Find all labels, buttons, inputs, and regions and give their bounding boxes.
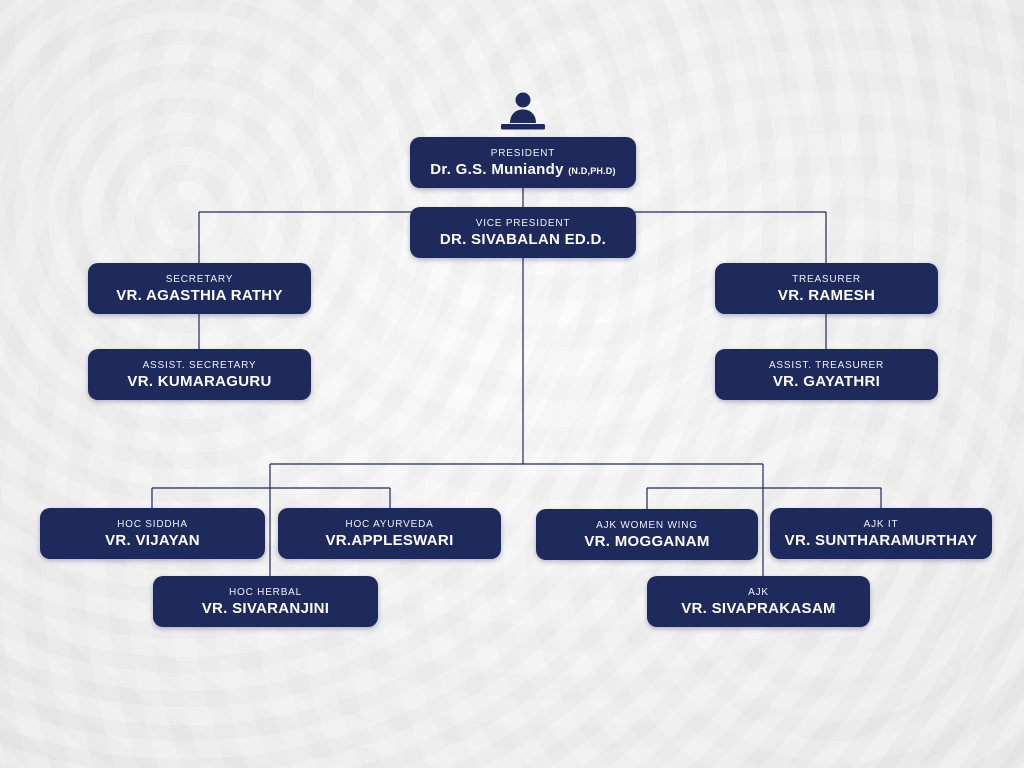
org-node-hoc-ayurveda: HOC AYURVEDA VR.APPLESWARI bbox=[278, 508, 501, 559]
node-role: TREASURER bbox=[792, 273, 861, 285]
node-name: VR. VIJAYAN bbox=[105, 531, 200, 549]
person-at-desk-icon bbox=[500, 91, 546, 133]
org-node-hoc-siddha: HOC SIDDHA VR. VIJAYAN bbox=[40, 508, 265, 559]
node-name: DR. SIVABALAN ED.D. bbox=[439, 230, 607, 248]
org-node-vice-president: VICE PRESIDENT DR. SIVABALAN ED.D. bbox=[410, 207, 636, 258]
node-role: HOC SIDDHA bbox=[117, 518, 188, 530]
node-name: VR. SUNTHARAMURTHAY bbox=[784, 531, 978, 549]
node-name: Dr. G.S. Muniandy (N.D,PH.D) bbox=[430, 160, 616, 178]
org-node-treasurer: TREASURER VR. RAMESH bbox=[715, 263, 938, 314]
org-node-ajk-women-wing: AJK WOMEN WING VR. MOGGANAM bbox=[536, 509, 758, 560]
node-name: VR. RAMESH bbox=[777, 286, 876, 304]
org-node-ajk-it: AJK IT VR. SUNTHARAMURTHAY bbox=[770, 508, 992, 559]
node-name: VR. GAYATHRI bbox=[772, 372, 881, 390]
node-role: VICE PRESIDENT bbox=[475, 217, 571, 229]
org-node-hoc-herbal: HOC HERBAL VR. SIVARANJINI bbox=[153, 576, 378, 627]
node-role: ASSIST. SECRETARY bbox=[142, 359, 257, 371]
node-role: AJK bbox=[748, 586, 769, 598]
node-name: VR.APPLESWARI bbox=[325, 531, 454, 549]
node-name: VR. SIVAPRAKASAM bbox=[681, 599, 836, 617]
node-name: VR. KUMARAGURU bbox=[127, 372, 272, 390]
node-name-suffix: (N.D,PH.D) bbox=[568, 165, 616, 176]
node-name: VR. MOGGANAM bbox=[584, 532, 710, 550]
org-node-assist-secretary: ASSIST. SECRETARY VR. KUMARAGURU bbox=[88, 349, 311, 400]
node-role: AJK WOMEN WING bbox=[596, 519, 698, 531]
org-node-assist-treasurer: ASSIST. TREASURER VR. GAYATHRI bbox=[715, 349, 938, 400]
org-node-secretary: SECRETARY VR. AGASTHIA RATHY bbox=[88, 263, 311, 314]
org-node-ajk: AJK VR. SIVAPRAKASAM bbox=[647, 576, 870, 627]
org-node-president: PRESIDENT Dr. G.S. Muniandy (N.D,PH.D) bbox=[410, 137, 636, 188]
node-role: HOC HERBAL bbox=[228, 586, 302, 598]
node-name: VR. AGASTHIA RATHY bbox=[116, 286, 283, 304]
node-role: HOC AYURVEDA bbox=[345, 518, 434, 530]
node-role: AJK IT bbox=[863, 518, 899, 530]
node-role: SECRETARY bbox=[165, 273, 234, 285]
node-role: ASSIST. TREASURER bbox=[768, 359, 885, 371]
node-role: PRESIDENT bbox=[490, 147, 556, 159]
node-name: VR. SIVARANJINI bbox=[201, 599, 330, 617]
